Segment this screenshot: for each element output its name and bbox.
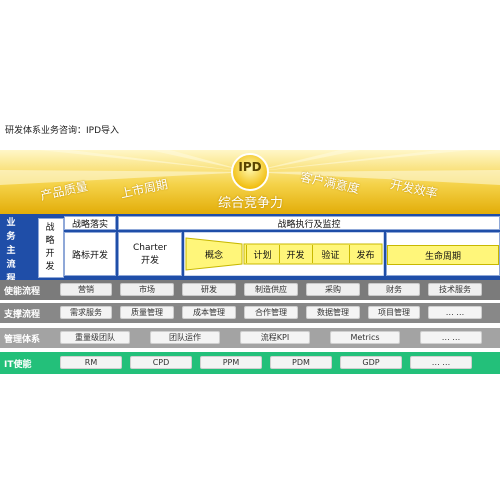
item-process-kpi: 流程KPI	[240, 331, 310, 344]
item-marketing: 营销	[60, 283, 112, 296]
lifecycle-box: 生命周期	[386, 232, 500, 276]
item-pdm: PDM	[270, 356, 332, 369]
item-rm: RM	[60, 356, 122, 369]
strategy-char: 发	[45, 262, 55, 272]
item-more: … …	[420, 331, 482, 344]
item-finance: 财务	[368, 283, 420, 296]
stage-verify: 验证	[312, 245, 348, 263]
roadmap-dev-cell: 路标开发	[64, 232, 116, 276]
charter-label: 开发	[140, 255, 159, 266]
item-data-mgmt: 数据管理	[306, 306, 360, 319]
strategy-implementation-cell: 战略落实	[64, 216, 116, 230]
stage-concept: 概念	[204, 250, 223, 261]
title-char: 主	[6, 246, 16, 256]
title-char: 务	[6, 232, 16, 242]
title-char: 流	[6, 260, 16, 270]
item-metrics: Metrics	[330, 331, 400, 344]
business-main-title: 业 务 主 流 程	[4, 216, 18, 286]
item-manufacturing-supply: 制造供应	[244, 283, 298, 296]
item-project-mgmt: 项目管理	[368, 306, 420, 319]
stage-develop: 开发	[279, 245, 311, 263]
title-char: 程	[6, 274, 16, 284]
stage-release: 发布	[349, 245, 381, 263]
item-rnd: 研发	[182, 283, 236, 296]
item-cpd: CPD	[130, 356, 192, 369]
item-team-operation: 团队运作	[150, 331, 220, 344]
item-more: … …	[410, 356, 472, 369]
item-cost-mgmt: 成本管理	[182, 306, 236, 319]
item-heavyweight-team: 重量级团队	[60, 331, 130, 344]
page-title: 研发体系业务咨询：IPD导入	[5, 126, 120, 136]
strategy-char: 战	[45, 223, 55, 233]
item-quality-mgmt: 质量管理	[120, 306, 174, 319]
charter-label: Charter	[133, 242, 167, 253]
ipd-stage-funnel	[184, 232, 384, 276]
row-label-support: 支撑流程	[4, 310, 41, 320]
row-label-enabling: 使能流程	[4, 287, 41, 297]
strategy-dev-label: 战 略 开 发	[42, 222, 58, 274]
row-label-management: 管理体系	[4, 335, 41, 345]
ipd-sun-label: IPD	[238, 160, 262, 174]
strategy-dev-box	[38, 218, 64, 278]
item-partner-mgmt: 合作管理	[244, 306, 298, 319]
strategy-execution-cell: 战略执行及监控	[118, 216, 500, 230]
charter-dev-cell: Charter 开发	[118, 232, 182, 276]
item-gdp: GDP	[340, 356, 402, 369]
item-requirement-service: 需求服务	[60, 306, 112, 319]
strategy-char: 开	[45, 249, 55, 259]
lifecycle-cell: 生命周期	[387, 245, 499, 265]
item-market: 市场	[120, 283, 174, 296]
row-label-it: IT使能	[4, 360, 32, 370]
stage-plan: 计划	[246, 245, 278, 263]
item-more: … …	[428, 306, 482, 319]
banner-label-competitiveness: 综合竞争力	[218, 196, 284, 211]
title-char: 业	[6, 218, 16, 228]
item-tech-service: 技术服务	[428, 283, 482, 296]
item-ppm: PPM	[200, 356, 262, 369]
item-procurement: 采购	[306, 283, 360, 296]
ipd-banner	[0, 150, 500, 218]
strategy-char: 略	[45, 236, 55, 246]
